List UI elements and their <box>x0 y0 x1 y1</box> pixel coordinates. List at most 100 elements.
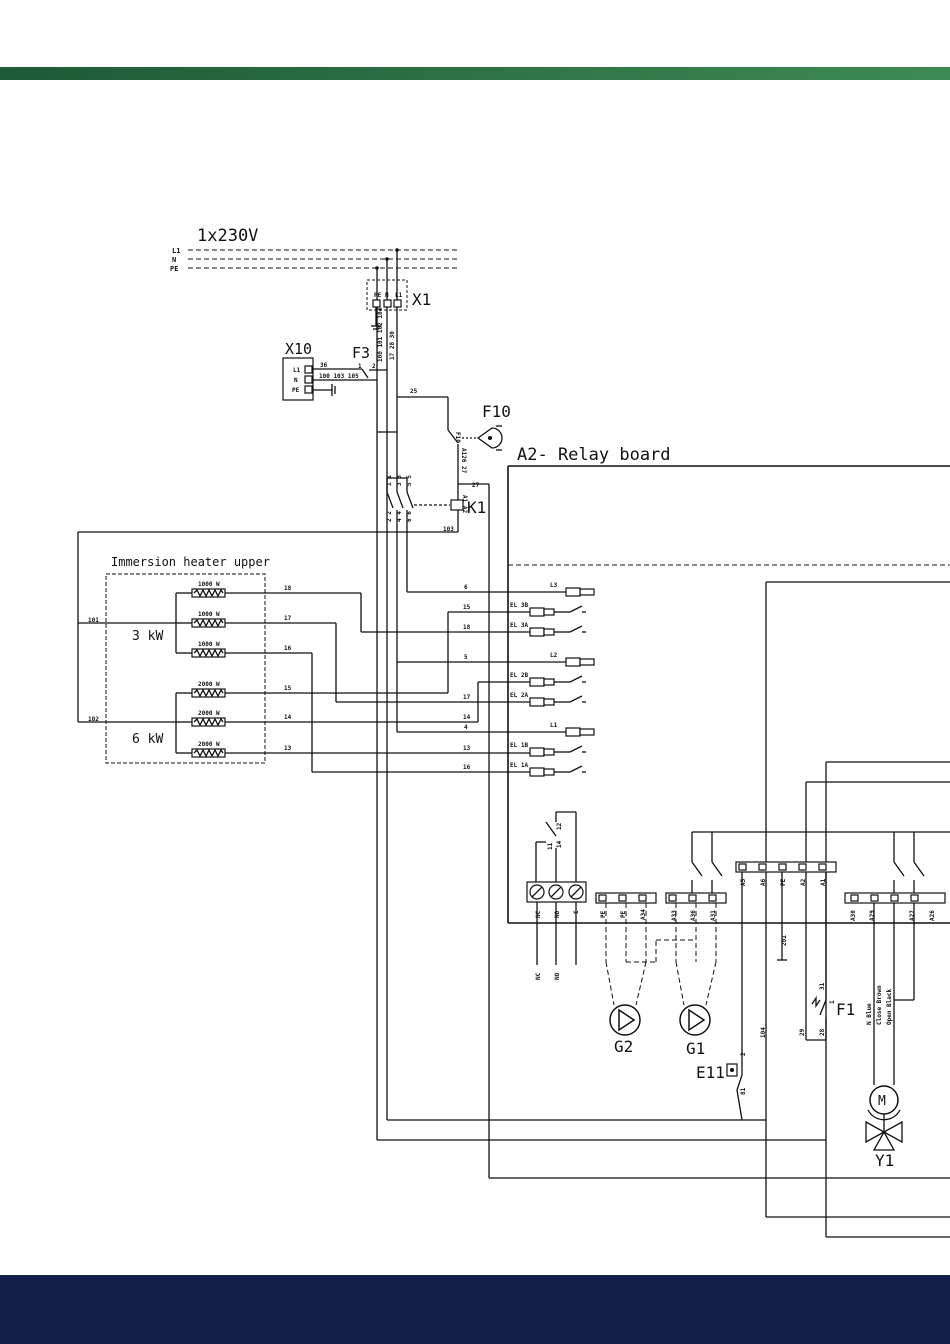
wire-31: 31 <box>819 982 826 990</box>
relay-term-el3a: EL 3A <box>510 622 586 637</box>
svg-text:A36: A36 <box>690 910 697 921</box>
connector-a30-a26: A30 A29 A27 A26 <box>844 832 946 921</box>
heater-element-2: 1000 W <box>191 611 226 628</box>
wire-201: 201 <box>781 935 788 946</box>
x1-wires2: 17 28 30 <box>389 331 396 360</box>
wire-r16: 16 <box>463 764 471 771</box>
valve-y1: N Blue Close Brown Open Black M Y1 <box>865 903 915 1170</box>
pump-g2: G2 <box>605 903 647 1056</box>
y1-wire-n: N Blue <box>866 1003 873 1025</box>
x10-pin-pe: PE <box>292 387 300 394</box>
pump-g2-label: G2 <box>614 1037 633 1056</box>
heater-element-3: 1000 W <box>191 641 226 658</box>
wire-r6: 6 <box>464 584 468 591</box>
k1-label: K1 <box>467 498 486 517</box>
wire-28: 28 <box>819 1028 826 1036</box>
svg-text:A29: A29 <box>869 910 876 921</box>
supply-line-l1: L1 <box>172 247 180 255</box>
connector-a5-a1: A5 A6 PE A2 A1 201 <box>735 861 837 1075</box>
svg-text:EL 1B: EL 1B <box>510 742 528 749</box>
wire-r4: 4 <box>464 724 468 731</box>
wire-104: 104 <box>760 1027 767 1038</box>
wire-r14: 14 <box>463 714 471 721</box>
x10-pin-l1: L1 <box>293 367 301 374</box>
heater-element-2-label: 1000 W <box>198 611 220 618</box>
svg-text:L1: L1 <box>550 722 558 729</box>
k1-contact-3: 3 3 <box>396 475 403 486</box>
heater-wiring: 18 17 16 15 14 13 6 15 18 5 17 14 4 13 1… <box>225 584 566 773</box>
header-color-band <box>0 67 950 80</box>
svg-text:A26: A26 <box>929 910 936 921</box>
wire-r18: 18 <box>463 624 471 631</box>
relay-term-el1b: EL 1B <box>510 742 586 757</box>
svg-text:PE: PE <box>780 878 787 886</box>
x10-pin-n: N <box>294 377 298 384</box>
supply-lines: 1x230V L1 N PE <box>170 226 458 300</box>
k1-contact-6: 6 6 <box>406 511 413 522</box>
f10-pin-label: F10 <box>454 432 461 443</box>
heater-group-6kw: 6 kW <box>132 732 163 747</box>
svg-text:A5: A5 <box>740 878 747 886</box>
relay-k1: K1 A1 A2 27 103 1 1 3 3 5 5 2 2 4 4 6 6 <box>78 475 490 1178</box>
x1-pin-n: N <box>385 292 389 299</box>
x1-pin-l1: L1 <box>395 292 403 299</box>
alarm-relay: 12 11 14 NC NO C NC NO <box>526 811 587 980</box>
x10-label: X10 <box>285 340 312 358</box>
f3-pin-2: 2 <box>372 363 376 370</box>
relay-term-el1a: EL 1A <box>510 762 586 777</box>
wire-1: 1 <box>829 1000 836 1004</box>
svg-text:PE: PE <box>620 910 627 918</box>
wiring-diagram: 1x230V L1 N PE X1 PE N L1 100 101 102 10… <box>77 226 950 1238</box>
wire-h16: 16 <box>284 645 292 652</box>
heater-element-4: 2000 W <box>191 681 226 698</box>
svg-text:EL 2A: EL 2A <box>510 692 528 699</box>
heater-element-6: 2000 W <box>191 741 226 758</box>
f10-pin-label-2: A126 27 <box>460 448 467 474</box>
svg-text:EL 3A: EL 3A <box>510 622 528 629</box>
k1-contact-1: 1 1 <box>386 475 393 486</box>
x10-wire-100: 100 103 105 <box>319 373 359 380</box>
immersion-heater: Immersion heater upper 3 kW 6 kW 101 102… <box>77 532 270 764</box>
svg-text:EL 2B: EL 2B <box>510 672 528 679</box>
wire-103: 103 <box>443 526 454 533</box>
relay-term-el3b: EL 3B <box>510 602 586 617</box>
relay-term-l1: L1 <box>550 722 595 737</box>
svg-text:A27: A27 <box>909 910 916 921</box>
y1-wire-open: Open Black <box>886 988 893 1025</box>
connector-a33-a31: A33 A36 A31 <box>665 831 950 921</box>
wire-h18: 18 <box>284 585 292 592</box>
svg-text:A1: A1 <box>820 878 827 886</box>
pump-g1: G1 <box>626 903 717 1058</box>
svg-text:L2: L2 <box>550 652 558 659</box>
relay-board-title: A2- Relay board <box>517 445 671 465</box>
wire-h17: 17 <box>284 615 292 622</box>
svg-text:EL 1A: EL 1A <box>510 762 528 769</box>
heater-in-102: 102 <box>88 716 99 723</box>
terminal-x1: X1 PE N L1 100 101 102 104 17 28 30 <box>366 279 431 1120</box>
wire-h14: 14 <box>284 714 292 721</box>
relay-board-a2: A2- Relay board <box>377 431 950 1238</box>
pump-g1-label: G1 <box>686 1039 705 1058</box>
relay-terminals: L3 EL 3B EL 3A L2 EL 2B EL 2A L1 EL 1B E… <box>510 582 595 777</box>
y1-label: Y1 <box>875 1151 894 1170</box>
breaker-f1: F1 104 31 29 28 1 <box>760 872 855 1041</box>
alarm-contact-14: 14 <box>556 840 563 848</box>
thermostat-f10: F10 25 F10 A126 27 <box>397 388 511 500</box>
relay-term-el2a: EL 2A <box>510 692 586 707</box>
wire-29: 29 <box>799 1028 806 1036</box>
heater-element-1: 1000 W <box>191 581 226 598</box>
heater-element-1-label: 1000 W <box>198 581 220 588</box>
y1-wire-close: Close Brown <box>876 985 883 1025</box>
f1-label: F1 <box>836 1000 855 1019</box>
x1-wires: 100 101 102 104 <box>377 307 384 362</box>
alarm-term-no: NO <box>554 972 561 980</box>
svg-text:A31: A31 <box>710 910 717 921</box>
svg-text:A34: A34 <box>640 909 647 920</box>
heater-title: Immersion heater upper <box>111 555 270 569</box>
e11-label: E11 <box>696 1063 725 1082</box>
x1-label: X1 <box>412 290 431 309</box>
svg-text:A33: A33 <box>671 910 678 921</box>
wire-27: 27 <box>472 482 480 489</box>
wire-r5: 5 <box>464 654 468 661</box>
svg-text:EL 3B: EL 3B <box>510 602 528 609</box>
